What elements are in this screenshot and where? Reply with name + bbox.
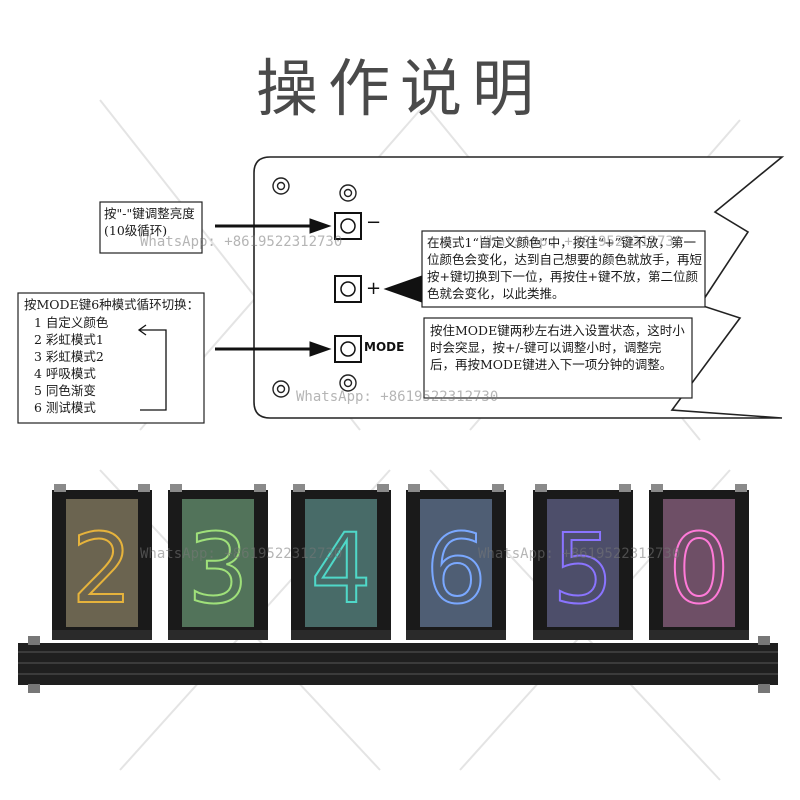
- tube-digit: 0: [668, 513, 729, 625]
- color-note: 在模式1“自定义颜色”中，按住“+”键不放，第一位颜色会变化，达到自己想要的颜色…: [427, 235, 703, 301]
- minus-button-label: −: [366, 212, 382, 233]
- clock-base: [18, 636, 778, 693]
- mode-list-box: [17, 292, 205, 424]
- watermark-text: WhatsApp: +8619522312730: [140, 546, 343, 562]
- plus-button: [334, 275, 362, 303]
- color-note-box: [421, 230, 706, 308]
- tube-digit: 5: [552, 513, 613, 625]
- plus-button-label: +: [366, 278, 382, 299]
- watermark-text: WhatsApp: +8619522312730: [480, 234, 683, 250]
- time-note-box: [423, 317, 693, 399]
- watermark-text: WhatsApp: +8619522312730: [478, 546, 681, 562]
- minus-button: [334, 212, 362, 240]
- mode-item: 4 呼吸模式: [34, 366, 96, 381]
- tube-digit: 3: [187, 513, 248, 625]
- time-setting-note: 按住MODE键两秒左右进入设置状态，这时小时会突显，按+/-键可以调整小时，调整…: [430, 323, 685, 372]
- nixie-tube: 2: [52, 484, 152, 640]
- mode-list: 按MODE键6种模式循环切换： 1 自定义颜色 2 彩虹模式1 3 彩虹模式2 …: [24, 296, 224, 416]
- nixie-tube: 3: [168, 484, 268, 640]
- mounting-holes: [272, 177, 357, 398]
- watermark-text: WhatsApp: +8619522312730: [140, 234, 343, 250]
- mode-cycle-arrow: [140, 329, 167, 411]
- mode-item: 6 测试模式: [34, 400, 96, 415]
- brightness-note-box: [99, 201, 203, 254]
- tube-digit: 6: [425, 513, 486, 625]
- mode-item: 1 自定义颜色: [34, 315, 109, 330]
- mode-button: [334, 335, 362, 363]
- tube-digit: 2: [71, 513, 132, 625]
- nixie-tube: 5: [533, 484, 633, 640]
- arrows: [215, 218, 423, 357]
- mode-button-label: MODE: [364, 340, 405, 354]
- mode-item: 5 同色渐变: [34, 383, 96, 398]
- nixie-tube: 4: [291, 484, 391, 640]
- mode-item: 2 彩虹模式1: [34, 332, 104, 347]
- tube-digit: 4: [310, 513, 371, 625]
- mode-item: 3 彩虹模式2: [34, 349, 104, 364]
- nixie-tube: 6: [406, 484, 506, 640]
- nixie-tube: 0: [649, 484, 749, 640]
- brightness-note: 按"-"键调整亮度(10级循环): [104, 206, 195, 238]
- mode-list-heading: 按MODE键6种模式循环切换：: [24, 297, 200, 312]
- page-title: 操作说明: [255, 52, 544, 125]
- watermark-text: WhatsApp: +8619522312730: [296, 389, 499, 405]
